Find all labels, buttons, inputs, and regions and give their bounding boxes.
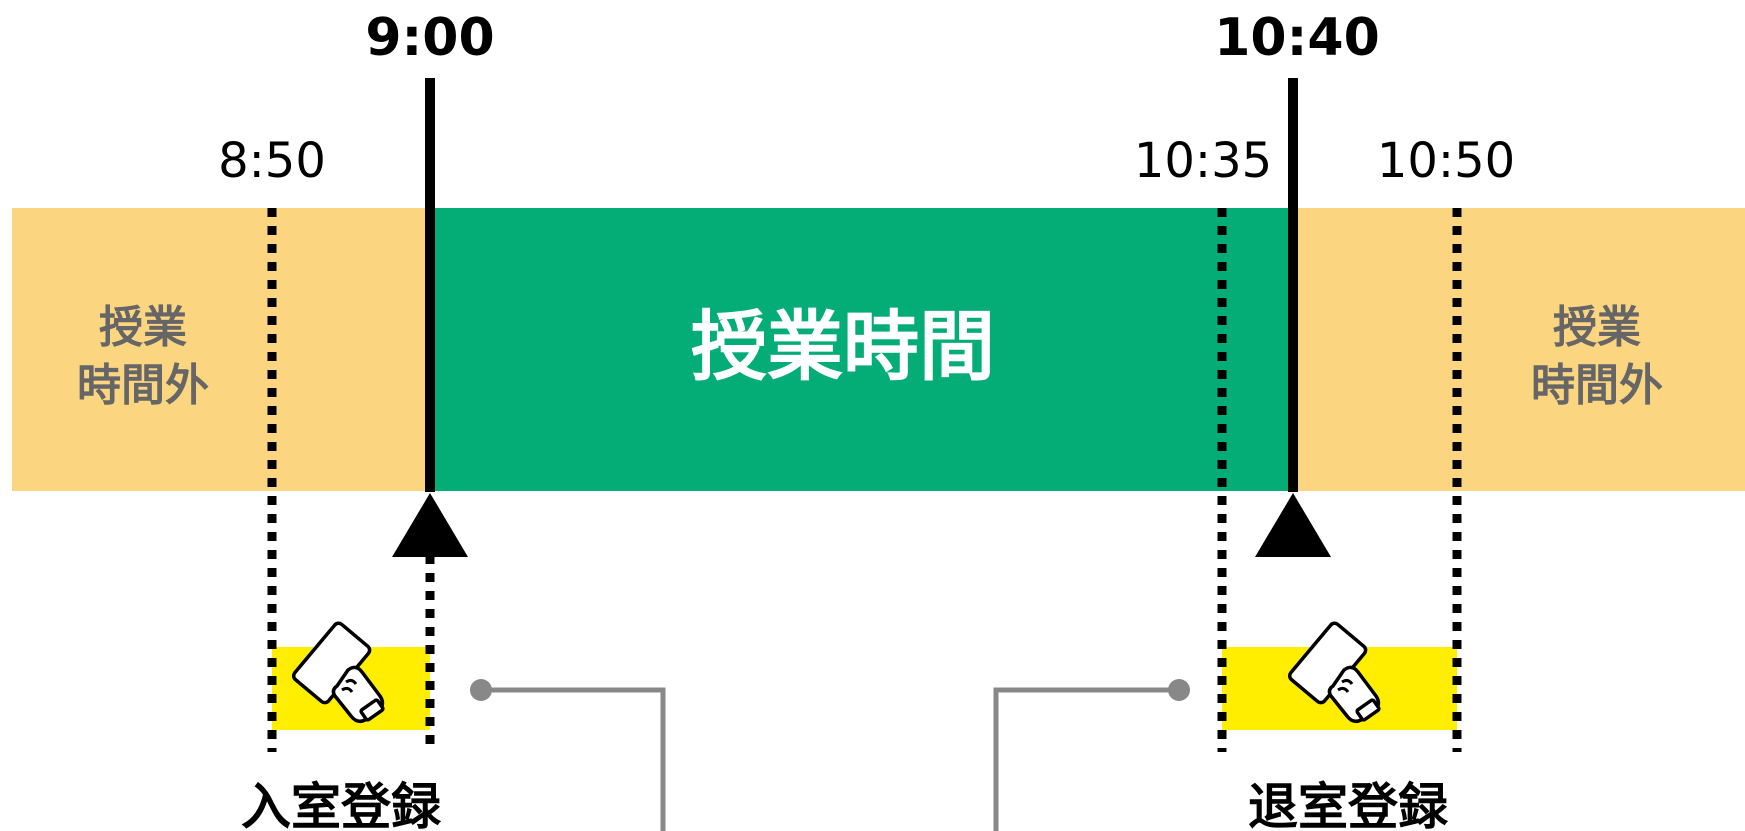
class-start-line (425, 78, 435, 492)
class-end-line (1288, 78, 1298, 492)
exit-connector-dot (1168, 679, 1190, 701)
class-end-time-label: 10:40 (1214, 8, 1380, 68)
class-end-arrow (1255, 493, 1331, 557)
outside-class-label-right-1: 授業 (1553, 302, 1641, 353)
class-start-arrow (392, 493, 468, 557)
outside-class-label-left-1: 授業 (99, 302, 187, 353)
class-time-label: 授業時間 (691, 302, 995, 391)
class-start-time-label: 9:00 (365, 8, 494, 68)
entry-connector (481, 687, 666, 831)
outside-class-label-right-2: 時間外 (1531, 360, 1663, 411)
hand-card-tap-icon (1287, 621, 1381, 724)
entry-registration-label: 入室登録 (241, 778, 442, 831)
entry-connector-dot (470, 679, 492, 701)
exit-open-time-label: 10:35 (1134, 133, 1272, 189)
class-time-band (429, 208, 1293, 491)
exit-connector (993, 687, 1179, 831)
exit-close-time-label: 10:50 (1377, 133, 1515, 189)
entry-open-time-label: 8:50 (218, 133, 326, 189)
hand-card-tap-icon (291, 621, 385, 724)
exit-registration-label: 退室登録 (1248, 778, 1449, 831)
outside-class-label-left-2: 時間外 (77, 360, 209, 411)
